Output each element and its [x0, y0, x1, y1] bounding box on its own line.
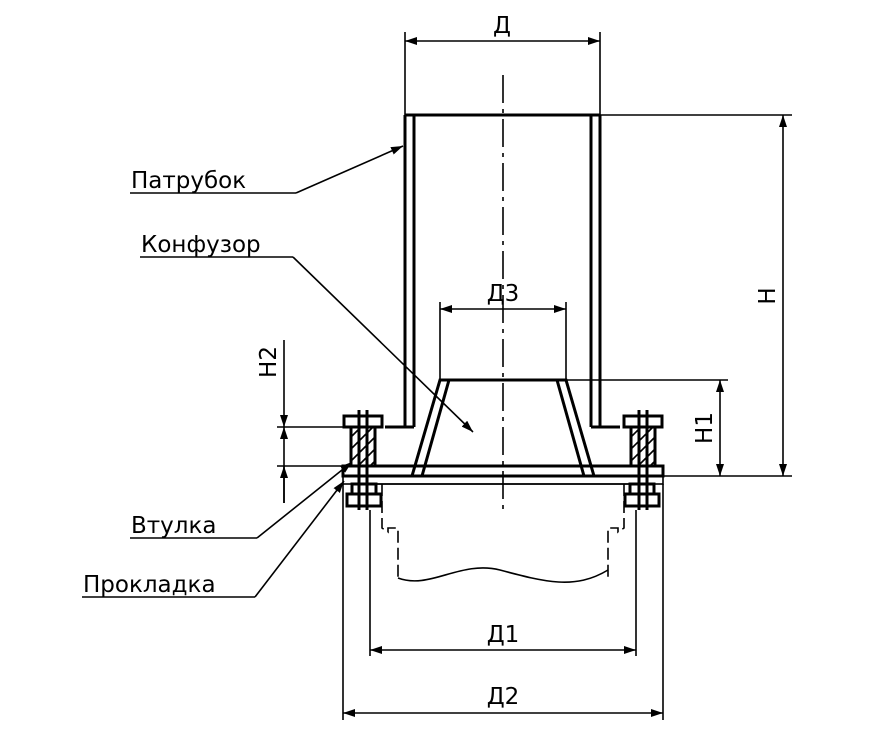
leader-vtulka: Втулка: [130, 461, 353, 539]
dim-h1-label: H1: [692, 412, 718, 444]
dim-d2: Д2: [342, 484, 664, 720]
leader-konfuzor: Конфузор: [140, 232, 474, 433]
hidden-duct: [381, 484, 625, 583]
dim-h2-label: H2: [256, 346, 282, 378]
dim-d-label: Д: [493, 13, 511, 39]
right-bolt: [622, 410, 664, 510]
pipe: [385, 113, 620, 429]
left-bolt: [342, 410, 384, 510]
leader-patrubok: Патрубок: [130, 145, 404, 194]
label-prokladka: Прокладка: [83, 572, 216, 598]
leader-prokladka: Прокладка: [82, 480, 345, 598]
dim-h-label: H: [755, 287, 781, 304]
dim-d: Д: [404, 13, 601, 115]
dim-d3-label: Д3: [487, 281, 520, 307]
dim-h2: H2: [256, 340, 344, 503]
label-vtulka: Втулка: [131, 513, 216, 539]
dim-d1: Д1: [369, 510, 637, 656]
label-patrubok: Патрубок: [131, 168, 246, 194]
dim-d2-label: Д2: [487, 684, 520, 710]
dim-h1: H1: [692, 380, 724, 476]
dim-d3: Д3: [439, 281, 567, 380]
dim-d1-label: Д1: [487, 622, 520, 648]
confuser: [410, 378, 728, 478]
dim-h: H: [600, 114, 792, 477]
label-konfuzor: Конфузор: [141, 232, 261, 258]
